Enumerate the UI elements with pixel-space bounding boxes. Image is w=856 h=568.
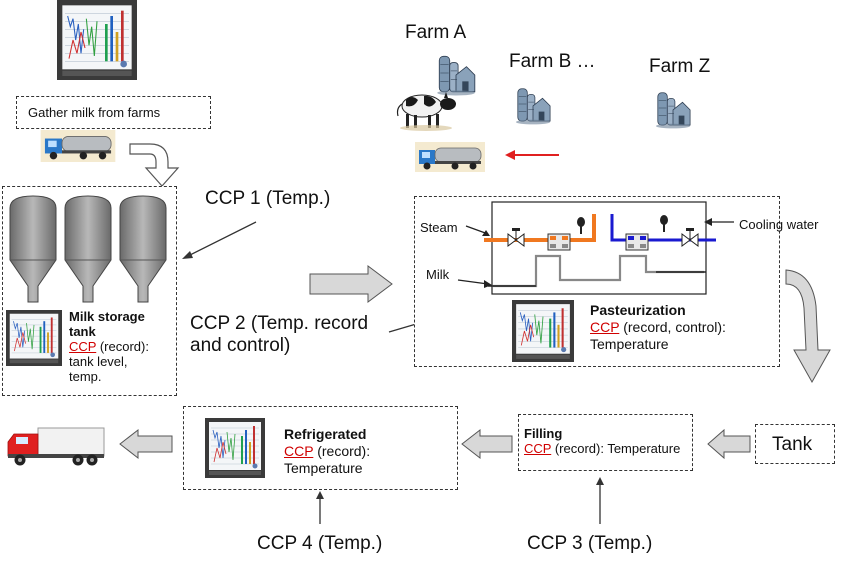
milk-label: Milk — [426, 267, 450, 282]
ccp1-pointer — [182, 221, 257, 259]
curved-arrow-down-icon — [785, 269, 831, 384]
recorder-icon — [511, 300, 575, 362]
farm-z-label: Farm Z — [649, 56, 711, 77]
ccp1-label: CCP 1 (Temp.) — [205, 188, 331, 209]
delivery-truck-icon — [7, 427, 105, 466]
heat-exchanger-icon — [457, 201, 734, 295]
farm-a-label: Farm A — [405, 22, 467, 43]
silo-icon — [9, 195, 167, 303]
refrigerated-title: Refrigerated — [284, 426, 367, 442]
ccp4-label: CCP 4 (Temp.) — [257, 533, 383, 554]
recorder-icon — [57, 0, 137, 80]
ccp2-line-1: CCP 2 (Temp. record — [190, 313, 369, 334]
valve-icon — [507, 228, 699, 247]
pasteurization-ccp: CCP — [590, 319, 620, 335]
tanker-truck-icon — [414, 142, 486, 172]
refrigerated-ccp: CCP — [284, 443, 314, 459]
refrigerated-text: Refrigerated CCP (record): Temperature — [284, 426, 370, 477]
tank-label: Tank — [772, 434, 813, 455]
storage-detail-2: tank level, — [69, 354, 128, 369]
storage-detail-1: (record): — [96, 339, 149, 354]
tank-box: Tank — [755, 424, 835, 464]
storage-ccp: CCP — [69, 339, 97, 354]
storage-title-2: tank — [69, 324, 96, 339]
cow-icon — [396, 92, 456, 131]
gather-box: Gather milk from farms — [16, 96, 211, 129]
gather-label: Gather milk from farms — [28, 105, 161, 120]
block-arrow-left-icon — [461, 428, 513, 460]
filling-box: Filling CCP (record): Temperature — [518, 414, 693, 471]
recorder-icon — [6, 309, 62, 367]
ccp2-line-2: and control) — [190, 335, 291, 356]
block-arrow-left-icon — [707, 428, 751, 460]
milk-storage-text: Milk storage tank CCP (record): tank lev… — [69, 309, 177, 384]
steam-label: Steam — [420, 220, 458, 235]
farm-building-icon — [515, 88, 551, 125]
storage-title-1: Milk storage — [69, 309, 145, 324]
filling-title: Filling — [524, 426, 563, 441]
ccp3-label: CCP 3 (Temp.) — [527, 533, 653, 554]
filling-ccp: CCP — [524, 441, 552, 456]
storage-detail-3: temp. — [69, 369, 102, 384]
filling-detail: (record): Temperature — [551, 441, 681, 456]
cooling-water-label: Cooling water — [739, 217, 819, 232]
filling-text: Filling CCP (record): Temperature — [524, 426, 680, 456]
refrigerated-detail-1: (record): — [313, 443, 371, 459]
tanker-truck-icon — [40, 130, 116, 162]
curved-arrow-down-icon — [129, 143, 180, 187]
pasteurization-detail-1: (record, control): — [619, 319, 726, 335]
farm-b-label: Farm B … — [509, 51, 596, 72]
ccp2-label: CCP 2 (Temp. record and control) — [190, 313, 368, 357]
farm-building-icon — [655, 92, 691, 129]
block-arrow-left-icon — [119, 428, 173, 460]
ccp4-pointer — [316, 491, 324, 524]
block-arrow-right-icon — [309, 265, 393, 303]
refrigerated-detail-2: Temperature — [284, 460, 363, 476]
pasteurization-title: Pasteurization — [590, 302, 686, 318]
ccp3-pointer — [596, 477, 604, 524]
pasteurization-text: Pasteurization CCP (record, control): Te… — [590, 302, 726, 353]
red-arrow-left-icon — [505, 150, 559, 160]
recorder-icon — [205, 417, 265, 479]
pasteurization-detail-2: Temperature — [590, 336, 669, 352]
